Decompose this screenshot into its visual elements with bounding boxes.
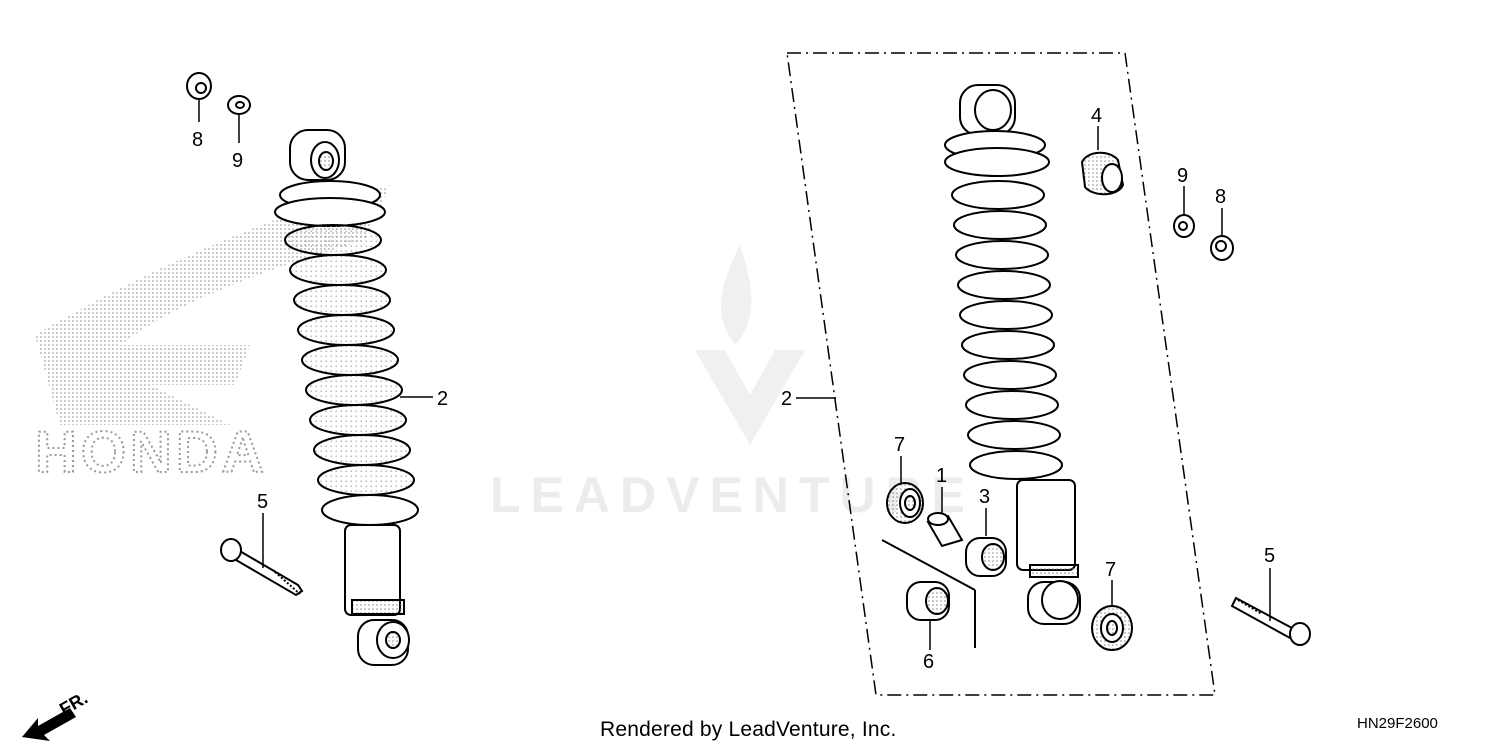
right-flange-nut <box>1210 235 1234 261</box>
lower-bearing <box>1091 605 1133 651</box>
callout-lower-bearing: 7 <box>1105 559 1116 581</box>
callout-bushing: 3 <box>979 486 990 508</box>
render-credit: Rendered by LeadVenture, Inc. <box>600 718 897 741</box>
spherical-bushing <box>965 537 1007 577</box>
leadventure-watermark: LEADVENTURE <box>490 245 975 523</box>
left-washer <box>227 95 251 115</box>
callout-left-nut: 8 <box>192 129 203 151</box>
upper-bearing <box>886 482 924 524</box>
callout-right-bolt: 5 <box>1264 545 1275 567</box>
group-separator <box>881 539 976 648</box>
callout-right-washer: 9 <box>1177 165 1188 187</box>
right-shock-absorber <box>944 84 1081 625</box>
callout-left-washer: 9 <box>232 150 243 172</box>
callout-right-assembly: 2 <box>781 388 792 410</box>
logo-lettering: HONDA <box>35 420 268 485</box>
callout-left-shock: 2 <box>437 388 448 410</box>
callout-upper-bearing: 7 <box>894 434 905 456</box>
left-mounting-bolt <box>220 538 304 597</box>
watermark-text: LEADVENTURE <box>490 467 975 523</box>
callout-rubber: 4 <box>1091 105 1102 127</box>
assembly-boundary <box>786 52 1216 696</box>
rubber-bushing <box>1080 151 1125 196</box>
bushing-cap <box>906 581 950 621</box>
center-collar <box>926 512 964 548</box>
left-flange-nut <box>186 72 212 100</box>
front-direction-arrow: FR. <box>22 688 91 741</box>
callout-left-bolt: 5 <box>257 491 268 513</box>
callout-collar: 1 <box>936 465 947 487</box>
left-shock-absorber <box>274 129 419 666</box>
callout-bushing-cap: 6 <box>923 651 934 673</box>
right-mounting-bolt <box>1230 596 1311 646</box>
right-washer <box>1173 214 1195 238</box>
callout-right-nut: 8 <box>1215 186 1226 208</box>
diagram-code: HN29F2600 <box>1357 715 1438 732</box>
